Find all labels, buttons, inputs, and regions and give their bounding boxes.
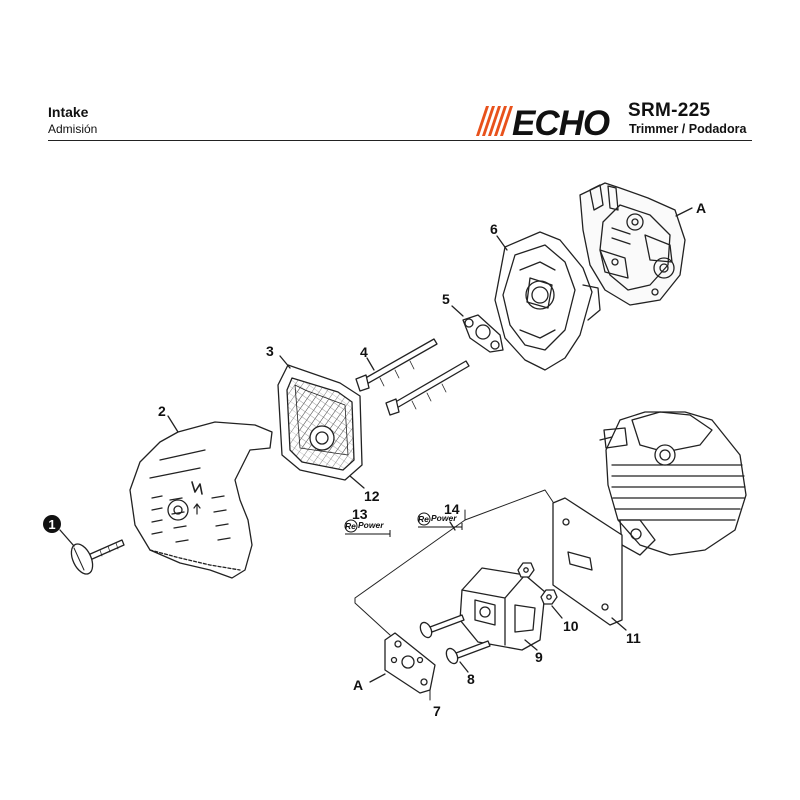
kit-bracket-14 xyxy=(354,489,554,701)
callout-9: 9 xyxy=(535,649,543,665)
echo-logo: ECHO xyxy=(476,104,611,138)
header-divider xyxy=(48,140,752,141)
page-title: Intake xyxy=(48,104,89,120)
leader-6 xyxy=(496,235,508,251)
leader-5 xyxy=(451,305,464,317)
callout-12: 12 xyxy=(364,488,380,504)
leader-2 xyxy=(167,415,179,433)
air-cleaner-cover xyxy=(129,421,273,579)
callout-6: 6 xyxy=(490,221,498,237)
callout-3: 3 xyxy=(266,343,274,359)
svg-text:1: 1 xyxy=(48,517,55,532)
leader-4 xyxy=(366,357,375,371)
svg-text:Re: Re xyxy=(418,514,429,524)
leader-a-top xyxy=(675,207,693,217)
insulator-block xyxy=(459,567,546,651)
leader-14 xyxy=(449,521,456,531)
callout-13: 13 xyxy=(352,506,368,522)
repower-badge-13: Re Power xyxy=(344,519,391,537)
leader-1 xyxy=(59,529,75,547)
carburetor xyxy=(579,182,686,306)
callout-2: 2 xyxy=(158,403,166,419)
callout-4: 4 xyxy=(360,344,368,360)
svg-text:Power: Power xyxy=(358,520,384,530)
nuts xyxy=(517,562,558,605)
callout-1-badge: 1 xyxy=(43,515,61,533)
leader-10 xyxy=(551,605,563,619)
screws xyxy=(419,614,491,665)
air-cleaner-base xyxy=(494,231,601,371)
callout-11: 11 xyxy=(626,630,641,646)
long-bolts xyxy=(355,338,470,416)
reference-a-bottom: A xyxy=(353,677,363,693)
leader-11 xyxy=(611,617,627,631)
knob-bolt xyxy=(70,539,125,575)
model-number: SRM-225 xyxy=(628,100,711,121)
insulator-gasket xyxy=(552,497,623,626)
repower-badge-14: Re Power xyxy=(417,512,463,530)
callout-10: 10 xyxy=(563,618,579,634)
leader-9 xyxy=(524,639,538,651)
svg-text:Re: Re xyxy=(345,521,356,531)
gasket-plate xyxy=(384,632,436,694)
model-description: Trimmer / Podadora xyxy=(629,122,747,136)
leader-3 xyxy=(279,355,291,369)
leader-12 xyxy=(349,475,365,489)
plate-gasket xyxy=(462,314,504,353)
brand-wordmark: ECHO xyxy=(512,104,610,138)
leader-a-bottom xyxy=(369,673,386,683)
engine-cylinder xyxy=(599,411,747,556)
callout-14: 14 xyxy=(444,501,460,517)
reference-a-top: A xyxy=(696,200,706,216)
callout-8: 8 xyxy=(467,671,475,687)
svg-text:Power: Power xyxy=(431,513,457,523)
callout-5: 5 xyxy=(442,291,450,307)
page-subtitle: Admisión xyxy=(48,122,98,136)
air-filter-element xyxy=(277,364,363,481)
callout-7: 7 xyxy=(433,703,441,719)
leader-8 xyxy=(459,661,469,673)
